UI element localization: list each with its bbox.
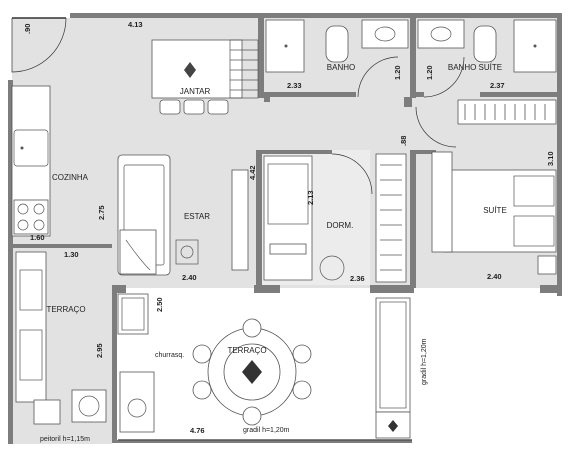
room-label-terraco: TERRAÇO — [227, 346, 266, 355]
note-gradil-bottom: gradil h=1,20m — [243, 427, 290, 434]
service-fixtures — [15, 251, 107, 425]
room-label-cozinha: COZINHA — [52, 173, 89, 182]
note-churrasq: churrasq. — [155, 352, 184, 359]
dim-120b: 1.20 — [425, 65, 434, 80]
dining-set — [151, 39, 259, 115]
dim-250: 2.50 — [155, 297, 164, 312]
terrace-features — [117, 293, 412, 441]
dim-275: 2.75 — [97, 205, 106, 220]
room-label-dorm: DORM. — [327, 221, 354, 230]
dim-213: 2.13 — [306, 190, 315, 205]
dim-160: 1.60 — [30, 233, 45, 242]
kitchen-fixtures — [11, 85, 51, 237]
room-labels: JANTAR BANHO BANHO SUÍTE COZINHA ESTAR D… — [46, 63, 506, 355]
walls — [8, 13, 562, 444]
room-label-suite: SUÍTE — [483, 206, 507, 215]
room-label-banho: BANHO — [327, 63, 355, 72]
dim-090: .90 — [23, 24, 32, 34]
note-peitoril: peitoril h=1,15m — [40, 436, 90, 443]
bathroom-fixtures — [265, 19, 557, 73]
suite-furniture — [415, 106, 557, 275]
dim-130: 1.30 — [64, 250, 79, 259]
dim-236: 2.36 — [350, 274, 365, 283]
wardrobes — [375, 99, 557, 283]
room-label-banho-suite: BANHO SUÍTE — [448, 63, 502, 72]
dim-233: 2.33 — [287, 81, 302, 90]
dim-442: 4.42 — [248, 165, 257, 180]
room-label-terraco-servico: TERRAÇO — [46, 305, 85, 314]
dorm-furniture — [263, 153, 373, 281]
dim-240a: 2.40 — [182, 273, 197, 282]
notes: churrasq. gradil h=1,20m gradil h=1,20m … — [40, 338, 428, 443]
dim-240b: 2.40 — [487, 272, 502, 281]
dim-120a: 1.20 — [393, 65, 402, 80]
living-furniture — [117, 154, 249, 276]
bathroom-doors — [357, 56, 465, 98]
dimension-labels: .90 4.13 2.33 1.20 1.20 2.37 .88 3.10 4.… — [23, 20, 555, 435]
dim-295: 2.95 — [95, 343, 104, 358]
room-label-estar: ESTAR — [184, 212, 210, 221]
dim-088: .88 — [399, 136, 408, 146]
room-label-jantar: JANTAR — [180, 87, 211, 96]
dim-237: 2.37 — [490, 81, 505, 90]
entry-door — [11, 17, 67, 73]
dim-310: 3.10 — [546, 151, 555, 166]
note-gradil-right: gradil h=1,20m — [421, 338, 428, 385]
dim-413: 4.13 — [128, 20, 143, 29]
dim-476: 4.76 — [190, 426, 205, 435]
